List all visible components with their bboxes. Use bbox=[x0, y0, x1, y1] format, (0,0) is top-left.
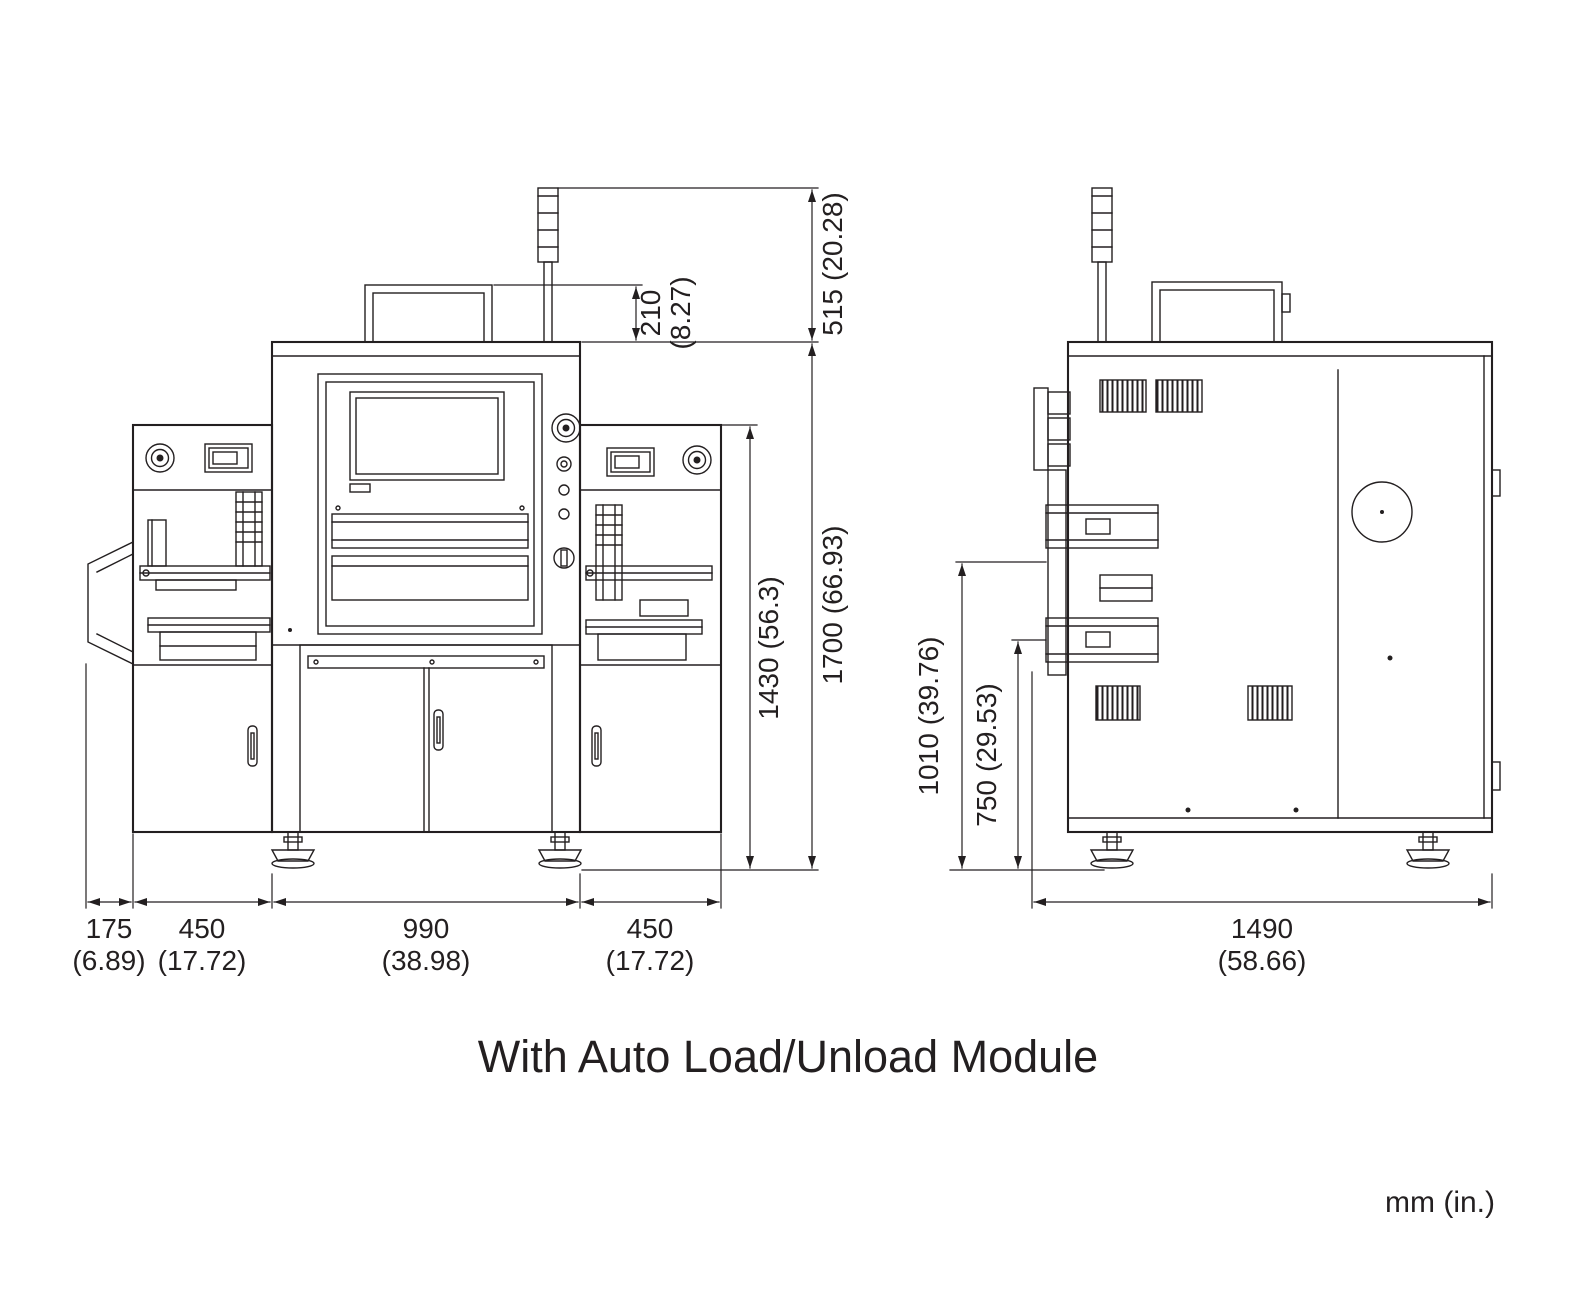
dim-overall-depth-in: (58.66) bbox=[1218, 945, 1307, 976]
dim-left-module-width-in: (17.72) bbox=[158, 945, 247, 976]
door-handle bbox=[433, 709, 444, 751]
dim-center-body-width-mm: 990 bbox=[403, 913, 450, 944]
dim-tower-height: 515(20.28) bbox=[817, 192, 848, 335]
vent-grille bbox=[1099, 379, 1147, 413]
leveling-foot bbox=[271, 831, 315, 869]
leveling-foot bbox=[1406, 831, 1450, 869]
left-module-mechanism bbox=[139, 491, 271, 661]
dim-lower-rail-height: 750(29.53) bbox=[971, 683, 1002, 826]
front-view bbox=[87, 187, 723, 869]
main-cabinet bbox=[270, 340, 582, 834]
dim-right-module-width-mm: 450 bbox=[627, 913, 674, 944]
dim-overall-height: 1700(66.93) bbox=[817, 525, 848, 684]
door-handle bbox=[247, 725, 258, 767]
emergency-stop-button bbox=[145, 443, 175, 473]
side-load-module bbox=[1033, 387, 1159, 676]
dim-top-box-height-in: (8.27) bbox=[665, 276, 696, 349]
dim-overall-depth-mm: 1490 bbox=[1231, 913, 1293, 944]
dim-right-module-width-in: (17.72) bbox=[606, 945, 695, 976]
signal-tower-front bbox=[537, 187, 559, 343]
display-unit bbox=[204, 443, 253, 473]
control-panel bbox=[551, 413, 581, 569]
circular-port bbox=[1351, 481, 1413, 543]
dimension-annotations: 210 (8.27) 515(20.28) 1430(56.3) 1700(66… bbox=[72, 187, 1493, 976]
emergency-stop-button bbox=[682, 445, 712, 475]
units-note: mm (in.) bbox=[1385, 1186, 1495, 1219]
dim-center-body-width-in: (38.98) bbox=[382, 945, 471, 976]
left-module bbox=[131, 423, 274, 834]
monitor-screen bbox=[349, 391, 505, 493]
right-module-mechanism bbox=[585, 504, 713, 661]
side-cabinet bbox=[1066, 340, 1501, 834]
cabinet-doors bbox=[271, 644, 581, 833]
emergency-stop-button bbox=[551, 413, 581, 443]
dim-chute-depth-mm: 175 bbox=[86, 913, 133, 944]
top-box-front bbox=[364, 284, 493, 343]
vent-grille bbox=[1155, 379, 1203, 413]
side-view bbox=[1033, 187, 1501, 869]
hinge bbox=[1491, 761, 1501, 791]
leveling-foot bbox=[1090, 831, 1134, 869]
top-box-side bbox=[1151, 281, 1291, 343]
hinge bbox=[1491, 469, 1501, 497]
signal-tower-side bbox=[1091, 187, 1113, 343]
right-module bbox=[578, 423, 723, 834]
drawing-caption: With Auto Load/Unload Module bbox=[478, 1031, 1098, 1082]
dim-left-module-width-mm: 450 bbox=[179, 913, 226, 944]
leveling-foot bbox=[538, 831, 582, 869]
vent-grille bbox=[1095, 685, 1141, 721]
hopper-chute bbox=[87, 540, 134, 666]
dim-chute-depth-in: (6.89) bbox=[72, 945, 145, 976]
dim-top-box-height-mm: 210 bbox=[635, 290, 666, 337]
door-handle bbox=[591, 725, 602, 767]
vent-grille bbox=[1247, 685, 1293, 721]
conveyor-slot bbox=[288, 505, 529, 632]
display-unit bbox=[606, 447, 655, 477]
dim-frame-height: 1430(56.3) bbox=[753, 576, 784, 719]
dim-upper-rail-height: 1010(39.76) bbox=[913, 636, 944, 795]
